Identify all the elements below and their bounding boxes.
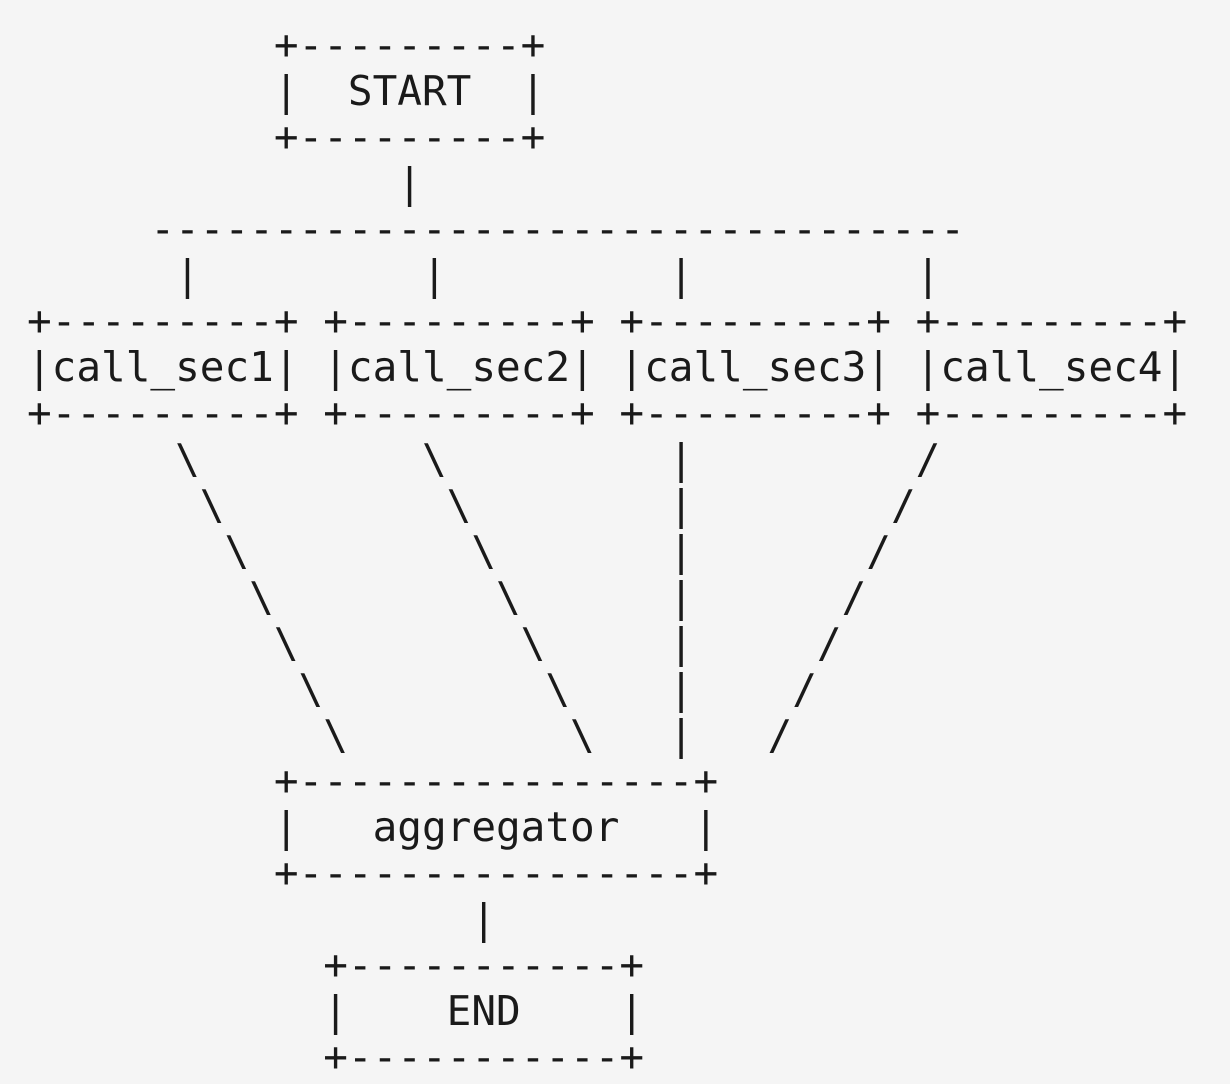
fan-in-edges-row-7: \ \ | /: [27, 711, 793, 759]
fan-out-connectors: | | | |: [27, 251, 941, 299]
start-node: | START |: [27, 67, 546, 115]
call-boxes-top-border: +---------+ +---------+ +---------+ +---…: [27, 297, 1188, 345]
end-box-top-border: +-----------+: [27, 941, 645, 989]
aggregator-node: | aggregator |: [27, 803, 719, 851]
fan-out-bar: ---------------------------------: [27, 205, 965, 253]
fan-in-edges-row-1: \ \ | /: [27, 435, 941, 483]
end-node: | END |: [27, 987, 645, 1035]
fan-in-edges-row-3: \ \ | /: [27, 527, 891, 575]
fan-in-edges-row-2: \ \ | /: [27, 481, 916, 529]
fan-in-edges-row-6: \ \ | /: [27, 665, 817, 713]
fan-in-edges-row-5: \ \ | /: [27, 619, 842, 667]
call-boxes-bottom-border: +---------+ +---------+ +---------+ +---…: [27, 389, 1188, 437]
aggregator-box-bottom-border: +----------------+: [27, 849, 719, 897]
call-sec-nodes: |call_sec1| |call_sec2| |call_sec3| |cal…: [27, 343, 1188, 391]
ascii-flow-diagram: +---------+ | START | +---------+ | ----…: [27, 22, 1187, 1080]
end-box-bottom-border: +-----------+: [27, 1033, 645, 1081]
start-box-top-border: +---------+: [27, 21, 546, 69]
start-box-bottom-border: +---------+: [27, 113, 546, 161]
start-connector: |: [27, 159, 422, 207]
aggregator-connector: |: [27, 895, 496, 943]
fan-in-edges-row-4: \ \ | /: [27, 573, 867, 621]
aggregator-box-top-border: +----------------+: [27, 757, 719, 805]
